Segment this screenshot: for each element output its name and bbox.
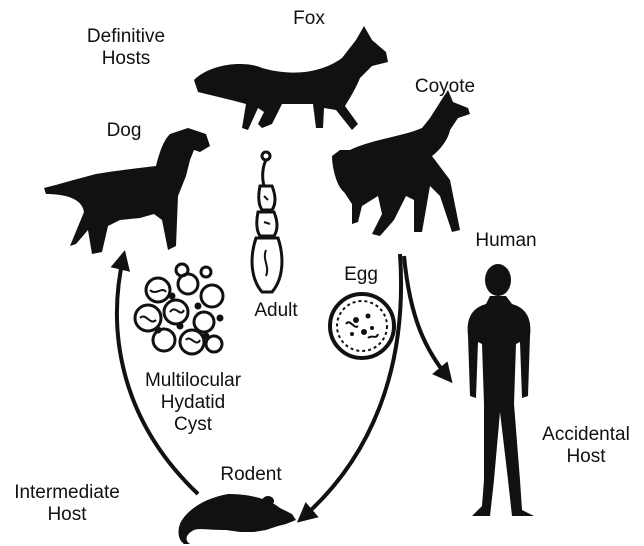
egg-icon bbox=[328, 292, 396, 360]
arrow-coyote-to-rodent bbox=[296, 253, 403, 523]
dog-silhouette-icon bbox=[44, 128, 210, 254]
coyote-label: Coyote bbox=[414, 76, 476, 97]
fox-silhouette-icon bbox=[194, 26, 388, 130]
intermediate-host-label: Intermediate Host bbox=[14, 482, 120, 525]
fox-label: Fox bbox=[293, 8, 325, 29]
multilocular-cyst-icon bbox=[133, 262, 225, 356]
cyst-label: Multilocular Hydatid Cyst bbox=[144, 370, 242, 435]
arrow-rodent-to-dog bbox=[110, 250, 200, 496]
rodent-silhouette-icon bbox=[178, 494, 296, 544]
accidental-host-label: Accidental Host bbox=[542, 424, 630, 467]
adult-label: Adult bbox=[254, 300, 298, 321]
egg-label: Egg bbox=[344, 264, 378, 285]
human-silhouette-icon bbox=[467, 264, 534, 516]
coyote-silhouette-icon bbox=[332, 90, 470, 236]
definitive-hosts-label: Definitive Hosts bbox=[86, 26, 166, 69]
arrow-coyote-to-human bbox=[402, 255, 453, 384]
rodent-label: Rodent bbox=[220, 464, 282, 485]
adult-tapeworm-icon bbox=[250, 150, 284, 294]
dog-label: Dog bbox=[106, 120, 142, 141]
human-label: Human bbox=[475, 230, 537, 251]
